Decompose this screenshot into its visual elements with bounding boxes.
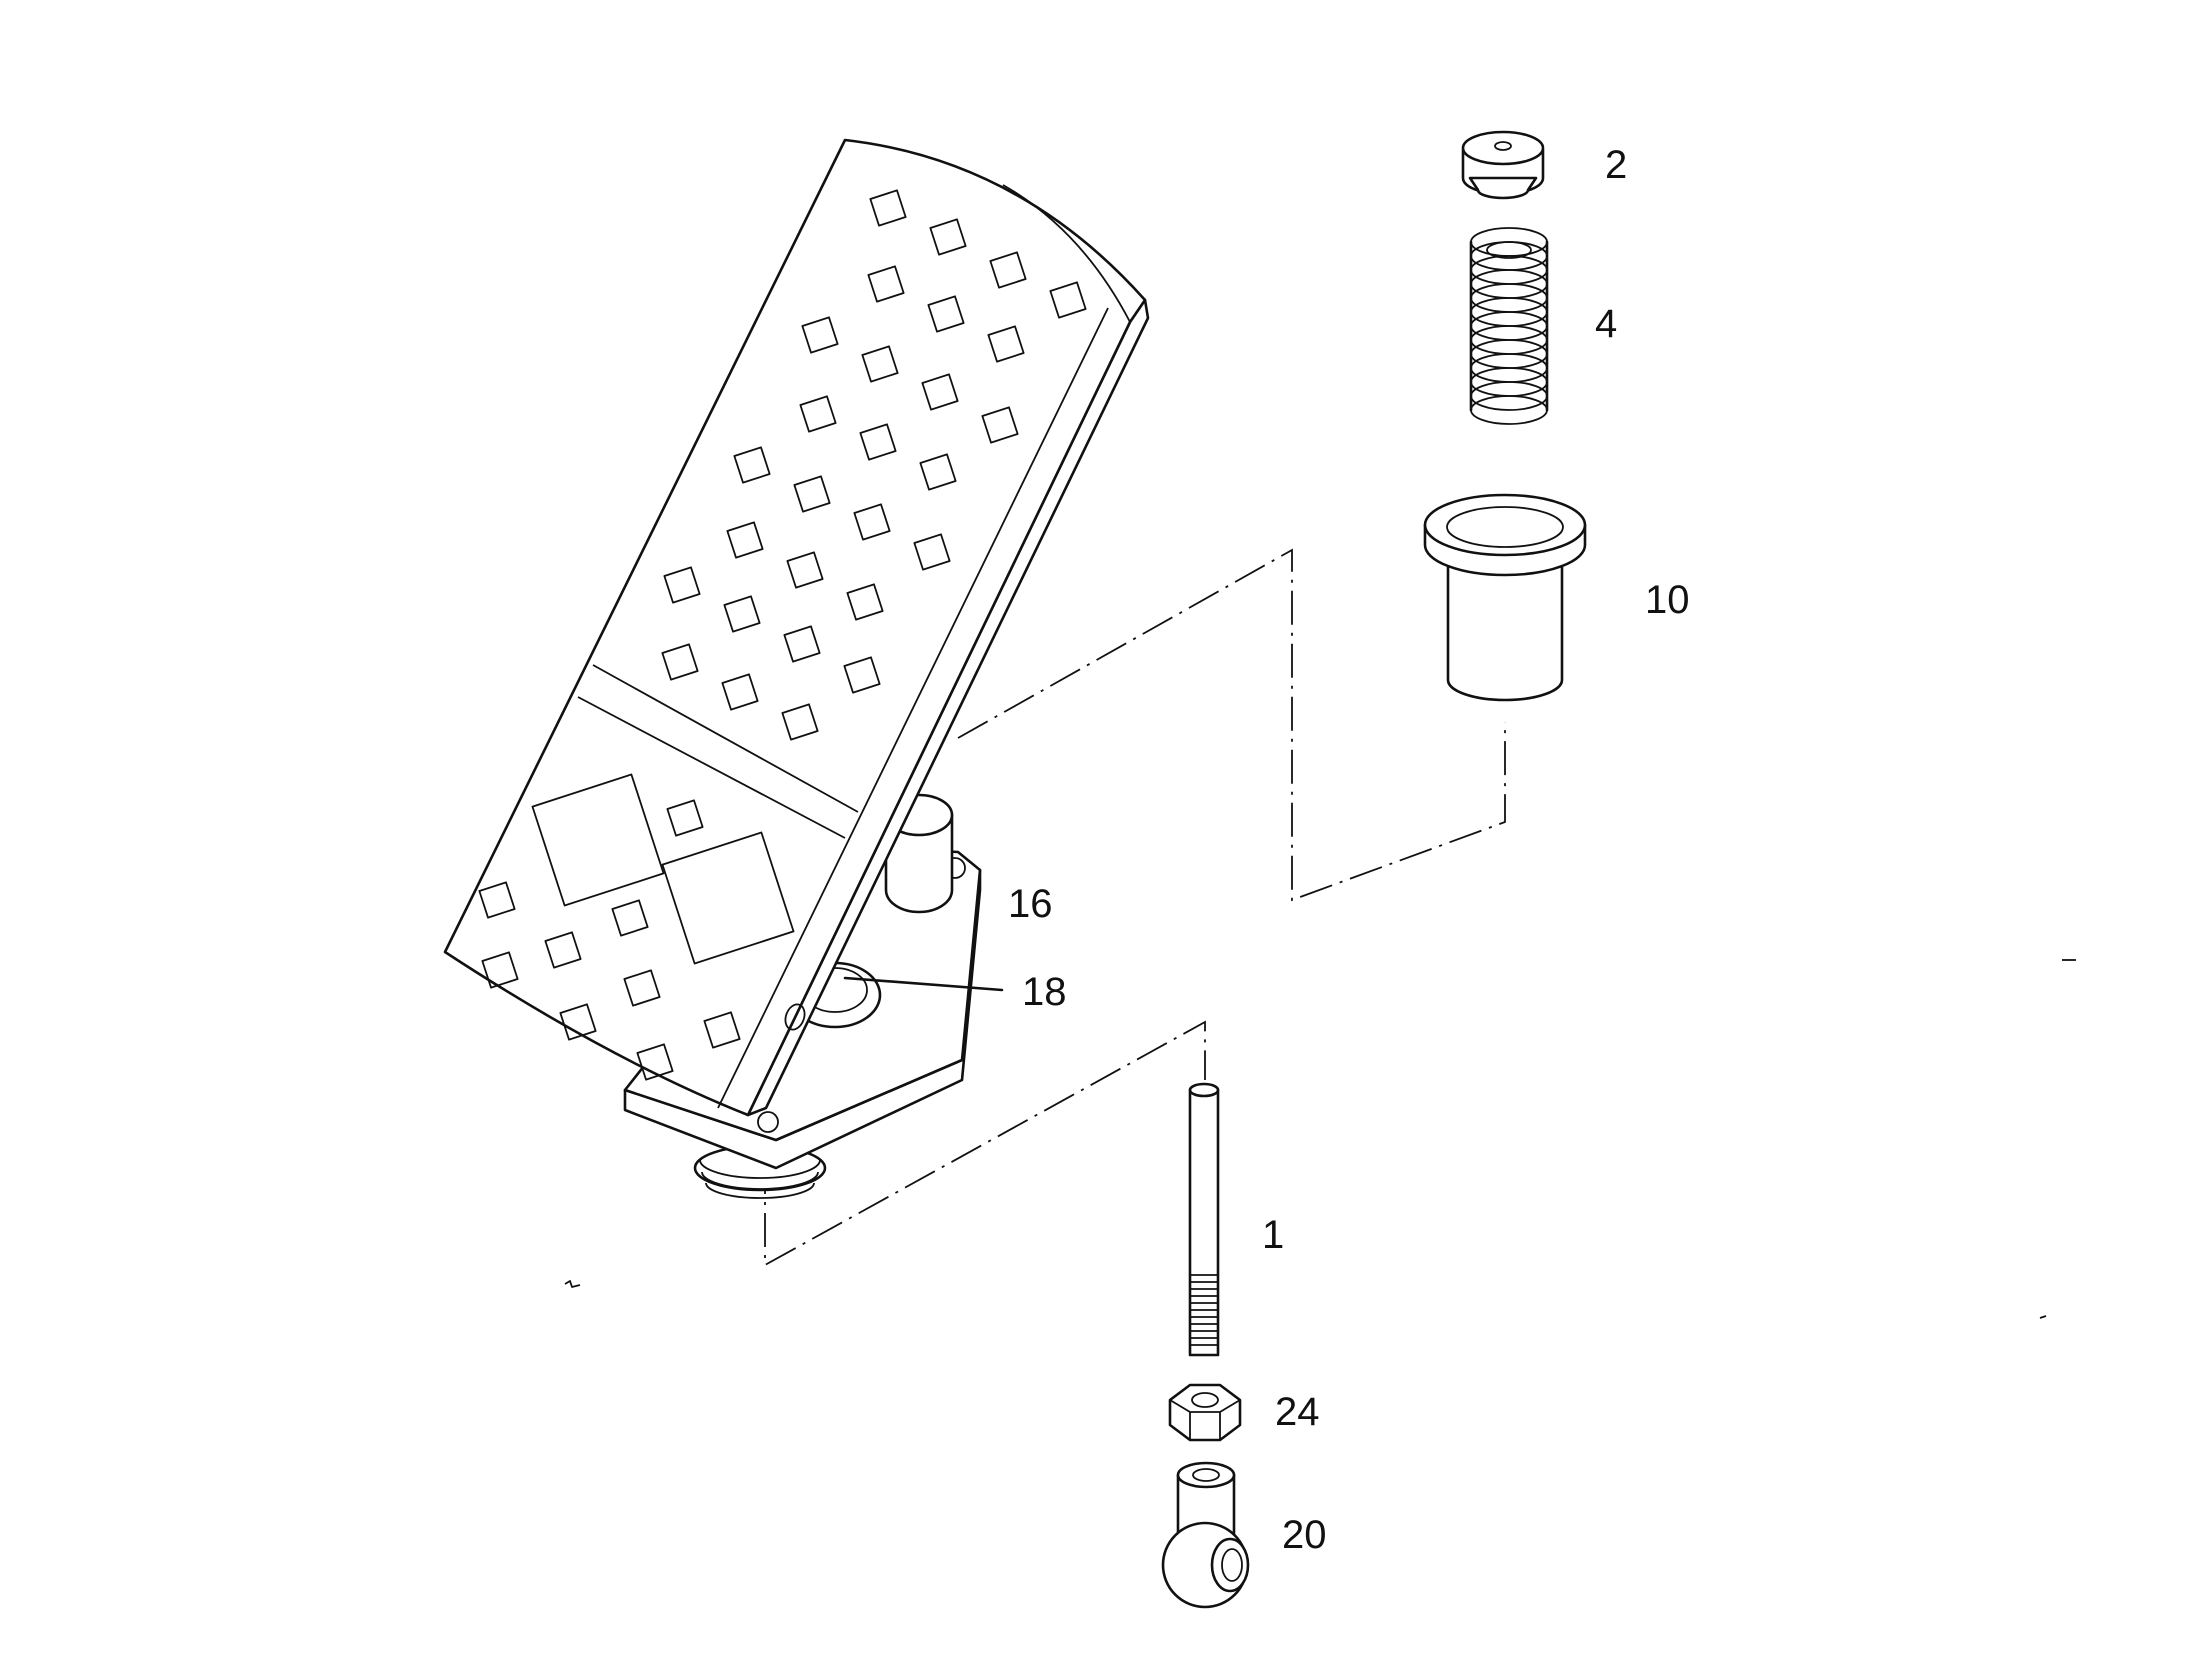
pedal-plate [443,138,1150,1117]
callout-part-24: 24 [1275,1390,1320,1434]
tread-pattern [478,189,1087,1081]
callout-part-18: 18 [1022,970,1067,1014]
callout-part-20: 20 [1282,1513,1327,1557]
scan-specks [564,959,2076,1319]
part-10-bushing [1423,493,1587,702]
part-20-rod-end [1161,1461,1250,1609]
callout-part-1: 1 [1262,1213,1285,1257]
callout-part-16: 16 [1008,882,1053,926]
assembly-line-stud [764,1020,1206,1267]
part-2-cap [1461,130,1545,200]
callout-part-4: 4 [1595,302,1618,346]
callout-part-10: 10 [1645,578,1690,622]
assembly-line-bushing [957,548,1506,902]
callout-part-2: 2 [1605,143,1628,187]
part-4-spring [1469,227,1549,425]
part-24-nut [1168,1383,1242,1442]
part-1-stud [1188,1082,1220,1357]
